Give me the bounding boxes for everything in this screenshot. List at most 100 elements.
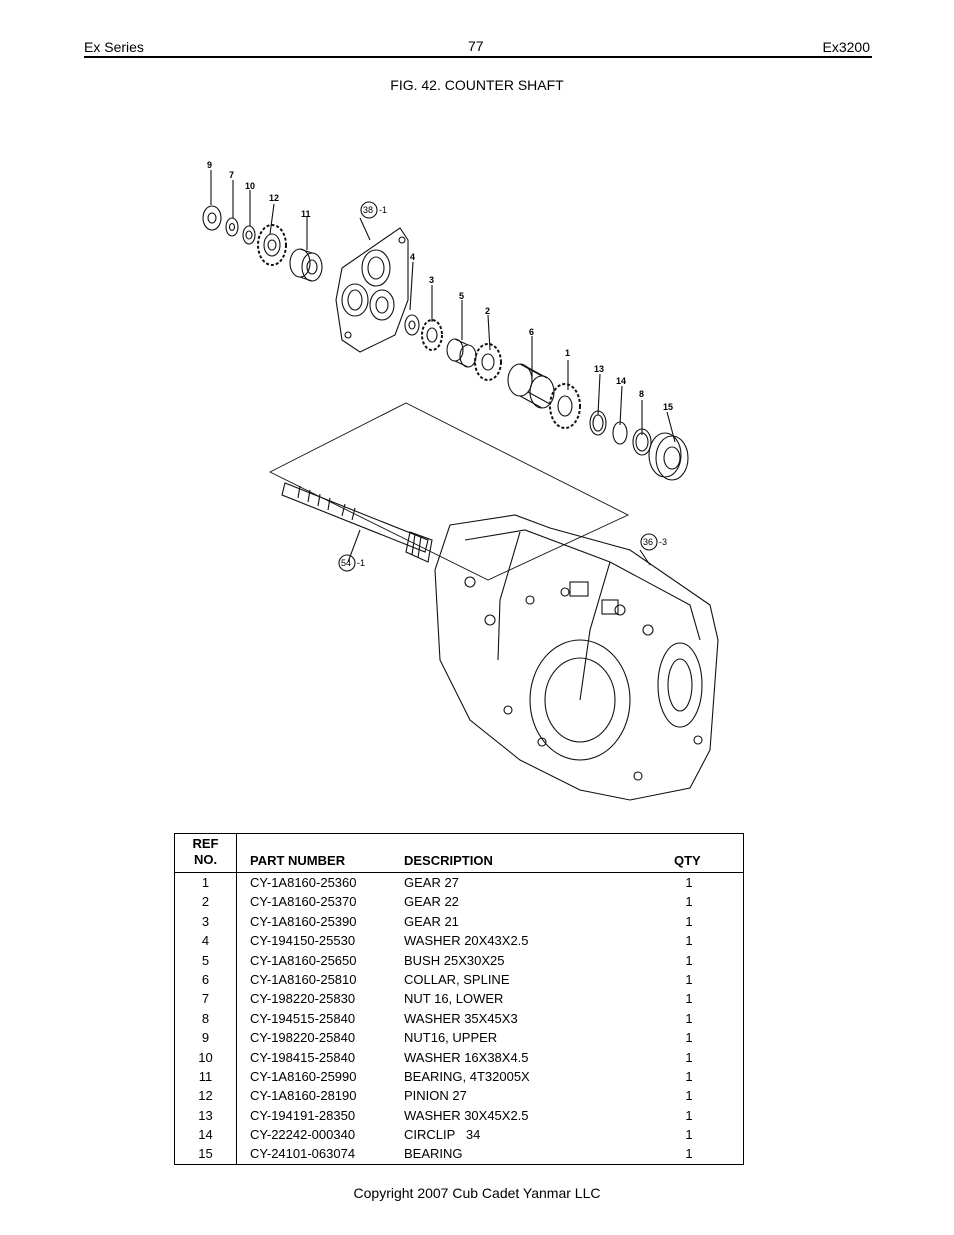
description-cell: COLLAR, SPLINE — [404, 971, 510, 987]
qty-cell: 1 — [685, 913, 693, 929]
qty-cell: 1 — [685, 894, 693, 910]
column-divider — [236, 834, 237, 873]
part-number-cell: CY-1A8160-25370 — [250, 894, 357, 910]
ref-cell: 7 — [201, 991, 210, 1007]
qty-cell: 1 — [685, 1068, 693, 1084]
part-number-cell: CY-194150-25530 — [250, 933, 356, 949]
callout-54: 54 — [341, 558, 351, 568]
description-cell: BEARING, 4T32005X — [404, 1068, 530, 1084]
qty-cell: 1 — [685, 1107, 693, 1123]
callout-54-suffix: -1 — [357, 558, 365, 568]
description-cell: GEAR 21 — [404, 913, 459, 929]
part-number-cell: CY-1A8160-25810 — [250, 971, 357, 987]
header-part-number: PART NUMBER — [250, 853, 346, 868]
part-number-cell: CY-24101-063074 — [250, 1146, 356, 1162]
callout-36: 36 — [643, 537, 653, 547]
callout-13: 13 — [594, 364, 604, 374]
table-row: 7 CY-198220-25830 NUT 16, LOWER 1 — [175, 989, 743, 1008]
callout-5: 5 — [459, 291, 464, 301]
copyright-footer: Copyright 2007 Cub Cadet Yanmar LLC — [353, 1185, 601, 1201]
ref-cell: 12 — [198, 1088, 213, 1104]
part-number-cell: CY-194515-25840 — [250, 1010, 356, 1026]
description-cell: NUT16, UPPER — [404, 1030, 498, 1046]
header-qty: QTY — [674, 853, 701, 868]
table-row: 14 CY-22242-000340 CIRCLIP 34 1 — [175, 1125, 743, 1144]
header-model: Ex3200 — [822, 39, 870, 55]
ref-cell: 15 — [198, 1146, 213, 1162]
ref-cell: 4 — [201, 933, 210, 949]
callout-7: 7 — [229, 170, 234, 180]
qty-cell: 1 — [685, 991, 693, 1007]
callout-36-suffix: -3 — [659, 537, 667, 547]
ref-cell: 5 — [201, 952, 210, 968]
ref-cell: 3 — [201, 913, 210, 929]
table-row: 11 CY-1A8160-25990 BEARING, 4T32005X 1 — [175, 1067, 743, 1086]
description-cell: BUSH 25X30X25 — [404, 952, 505, 968]
ref-cell: 14 — [198, 1127, 213, 1143]
description-cell: GEAR 22 — [404, 894, 459, 910]
callout-1: 1 — [565, 348, 570, 358]
figure-title: FIG. 42. COUNTER SHAFT — [390, 77, 564, 93]
callout-4: 4 — [410, 252, 415, 262]
ref-cell: 1 — [201, 875, 210, 890]
header-rule — [84, 56, 872, 58]
part-number-cell: CY-198220-25840 — [250, 1030, 356, 1046]
table-row: 1 CY-1A8160-25360 GEAR 27 1 — [175, 873, 743, 892]
description-cell: WASHER 35X45X3 — [404, 1010, 518, 1026]
callout-12: 12 — [269, 193, 279, 203]
part-number-cell: CY-194191-28350 — [250, 1107, 356, 1123]
table-row: 13 CY-194191-28350 WASHER 30X45X2.5 1 — [175, 1106, 743, 1125]
callout-9: 9 — [207, 160, 212, 170]
ref-cell: 13 — [198, 1107, 213, 1123]
header-series: Ex Series — [84, 39, 144, 55]
ref-cell: 10 — [198, 1049, 213, 1065]
header-ref-no: REF NO. — [175, 836, 236, 868]
part-number-cell: CY-22242-000340 — [250, 1127, 356, 1143]
ref-cell: 9 — [201, 1030, 210, 1046]
part-number-cell: CY-198415-25840 — [250, 1049, 356, 1065]
column-divider — [236, 873, 237, 1164]
qty-cell: 1 — [685, 1146, 693, 1162]
qty-cell: 1 — [685, 1127, 693, 1143]
description-cell: CIRCLIP 34 — [404, 1127, 481, 1143]
part-number-cell: CY-1A8160-25390 — [250, 913, 357, 929]
callout-10: 10 — [245, 181, 255, 191]
qty-cell: 1 — [685, 971, 693, 987]
parts-table-header: REF NO. PART NUMBER DESCRIPTION QTY — [175, 834, 743, 873]
description-cell: BEARING — [404, 1146, 463, 1162]
part-number-cell: CY-198220-25830 — [250, 991, 356, 1007]
part-number-cell: CY-1A8160-25990 — [250, 1068, 357, 1084]
ref-cell: 11 — [198, 1068, 213, 1084]
callout-8: 8 — [639, 389, 644, 399]
part-number-cell: CY-1A8160-25650 — [250, 952, 357, 968]
description-cell: NUT 16, LOWER — [404, 991, 504, 1007]
callout-38: 38 — [363, 205, 373, 215]
table-row: 15 CY-24101-063074 BEARING 1 — [175, 1144, 743, 1163]
callout-3: 3 — [429, 275, 434, 285]
description-cell: GEAR 27 — [404, 875, 459, 890]
description-cell: PINION 27 — [404, 1088, 467, 1104]
callout-14: 14 — [616, 376, 626, 386]
header-ref: REF — [192, 836, 219, 851]
qty-cell: 1 — [685, 1030, 693, 1046]
callout-15: 15 — [663, 402, 673, 412]
header-description: DESCRIPTION — [404, 853, 493, 868]
ref-cell: 2 — [201, 894, 210, 910]
description-cell: WASHER 16X38X4.5 — [404, 1049, 529, 1065]
part-number-cell: CY-1A8160-25360 — [250, 875, 357, 890]
description-cell: WASHER 30X45X2.5 — [404, 1107, 529, 1123]
page-number: 77 — [468, 38, 484, 54]
qty-cell: 1 — [685, 952, 693, 968]
qty-cell: 1 — [685, 875, 693, 890]
exploded-parts-diagram: 9 7 10 12 11 38 -1 4 3 5 2 6 1 13 14 8 1… — [170, 100, 730, 810]
callout-2: 2 — [485, 306, 490, 316]
header-no: NO. — [193, 852, 218, 867]
callout-6: 6 — [529, 327, 534, 337]
